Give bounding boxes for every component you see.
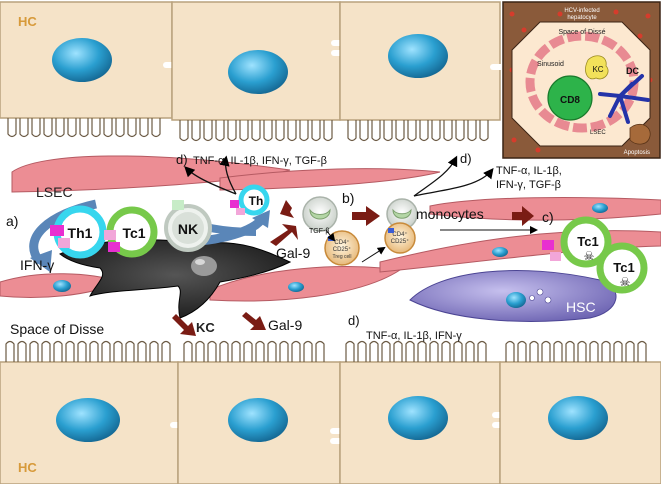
receptor-marker [542, 240, 554, 250]
treg-cell-1: CD4⁺ CD25⁺ Treg cell [324, 230, 360, 266]
hepatocyte-row-top: HC [0, 1, 506, 142]
cytokine-release-d3: d) TNF-α, IL-1β, IFN-γ [348, 313, 462, 342]
inset-space-label: Space of Dissé [558, 29, 605, 36]
svg-text:CD25⁺: CD25⁺ [333, 246, 352, 253]
nk-cell: NK [164, 200, 212, 252]
nucleus [548, 396, 608, 440]
nucleus [56, 398, 120, 442]
cytokines-d1: TNF-α, IL-1β, IFN-γ, TGF-β [193, 155, 327, 167]
th1-label: Th1 [68, 225, 93, 241]
th1-cell: Th1 [50, 205, 107, 259]
receptor-marker [236, 208, 245, 215]
svg-text:CD25⁺: CD25⁺ [391, 238, 410, 245]
hsc-cell: HSC [409, 270, 617, 322]
cytokines-d2-line2: IFN-γ, TGF-β [496, 179, 561, 191]
cytokine-release-d2: d) TNF-α, IL-1β, IFN-γ, TGF-β [413, 151, 562, 197]
hepatocyte-bottom-1 [0, 340, 188, 485]
tc1-label-a: Tc1 [122, 225, 145, 241]
monocyte-1 [302, 196, 338, 232]
hepatocyte-row-bottom: HC [0, 340, 661, 485]
receptor-marker [172, 200, 184, 210]
nucleus [388, 34, 448, 78]
step-d2-label: d) [460, 151, 472, 166]
step-d1-label: d) [176, 152, 188, 167]
svg-text:CD4⁺: CD4⁺ [334, 239, 349, 246]
receptor-marker [230, 200, 239, 208]
nucleus [52, 38, 112, 82]
receptor-marker [550, 252, 561, 261]
th-label: Th [249, 194, 264, 208]
inset-title-1: HCV-infected [564, 8, 599, 14]
skull-icon: ☠ [584, 249, 595, 263]
lsec-layer: LSEC [0, 155, 661, 302]
ifn-gamma-label: IFN-γ [20, 257, 54, 273]
nucleus [228, 398, 288, 442]
svg-text:CD4⁺: CD4⁺ [392, 231, 407, 238]
cytokines-d2-line1: TNF-α, IL-1β, [496, 165, 562, 177]
hepatocyte-bottom-4 [499, 340, 661, 485]
nucleus [228, 50, 288, 94]
hepatocyte-bottom-2 [177, 340, 348, 485]
kc-label: KC [196, 320, 215, 335]
receptor-marker [58, 238, 70, 248]
inset-kc-label: KC [592, 65, 603, 74]
tgf-arrow [325, 229, 336, 242]
inset-title-2: hepatocyte [567, 15, 597, 21]
inset-dc-label: DC [626, 66, 639, 76]
hepatocyte-top-3 [339, 1, 506, 142]
svg-text:Treg cell: Treg cell [333, 254, 352, 260]
tgf-beta-label: TGF-β [309, 228, 329, 235]
inset-apoptosis-label: Apoptosis [624, 150, 650, 156]
space-of-disse-label: Space of Disse [10, 321, 104, 337]
cytokine-release-d1: d) TNF-α, IL-1β, IFN-γ, TGF-β [176, 152, 327, 195]
step-d3-label: d) [348, 313, 360, 328]
tc1-cell-a: Tc1 [104, 206, 158, 258]
monocyte-2 [386, 198, 418, 230]
hsc-label: HSC [566, 299, 596, 315]
kupffer-cell: KC [59, 239, 292, 335]
cytokines-d3: TNF-α, IL-1β, IFN-γ [366, 330, 462, 342]
tc1-cell-c1: Tc1 ☠ [542, 216, 612, 268]
inset-cd8-label: CD8 [560, 95, 580, 106]
lsec-label: LSEC [36, 184, 73, 200]
treg-arrow [361, 246, 386, 263]
cell-junction [490, 64, 506, 70]
receptor-marker [104, 230, 116, 240]
receptor-marker [108, 242, 120, 252]
receptor-marker [50, 225, 64, 236]
inset-panel: CD8 KC DC HCV-infected hepatocyte Space … [502, 1, 661, 159]
monocytes-label: monocytes [416, 206, 484, 222]
inset-lsec-label: LSEC [590, 130, 606, 136]
svg-text:Tc1: Tc1 [613, 260, 634, 275]
step-a-label: a) [6, 213, 18, 229]
svg-text:Tc1: Tc1 [577, 234, 598, 249]
step-c-label: c) [542, 209, 554, 225]
nk-label: NK [178, 221, 198, 237]
dark-arrows [172, 200, 534, 336]
inset-sinusoid-label: Sinusoid [537, 61, 564, 68]
treg-cell-2: CD4⁺ CD25⁺ [384, 222, 416, 254]
th-cell: Th [230, 184, 270, 216]
gal9-center-label: Gal-9 [276, 245, 310, 261]
nucleus [388, 396, 448, 440]
hepatocyte-top-2 [171, 1, 349, 142]
tc1-cell-c2: Tc1 ☠ [596, 242, 648, 294]
step-b-label: b) [342, 190, 354, 206]
hepatocyte-bottom-3 [339, 340, 508, 485]
skull-icon: ☠ [620, 275, 631, 289]
hc-label-top: HC [18, 14, 37, 29]
hc-label-bottom: HC [18, 460, 37, 475]
gal9-bottom-label: Gal-9 [268, 317, 302, 333]
